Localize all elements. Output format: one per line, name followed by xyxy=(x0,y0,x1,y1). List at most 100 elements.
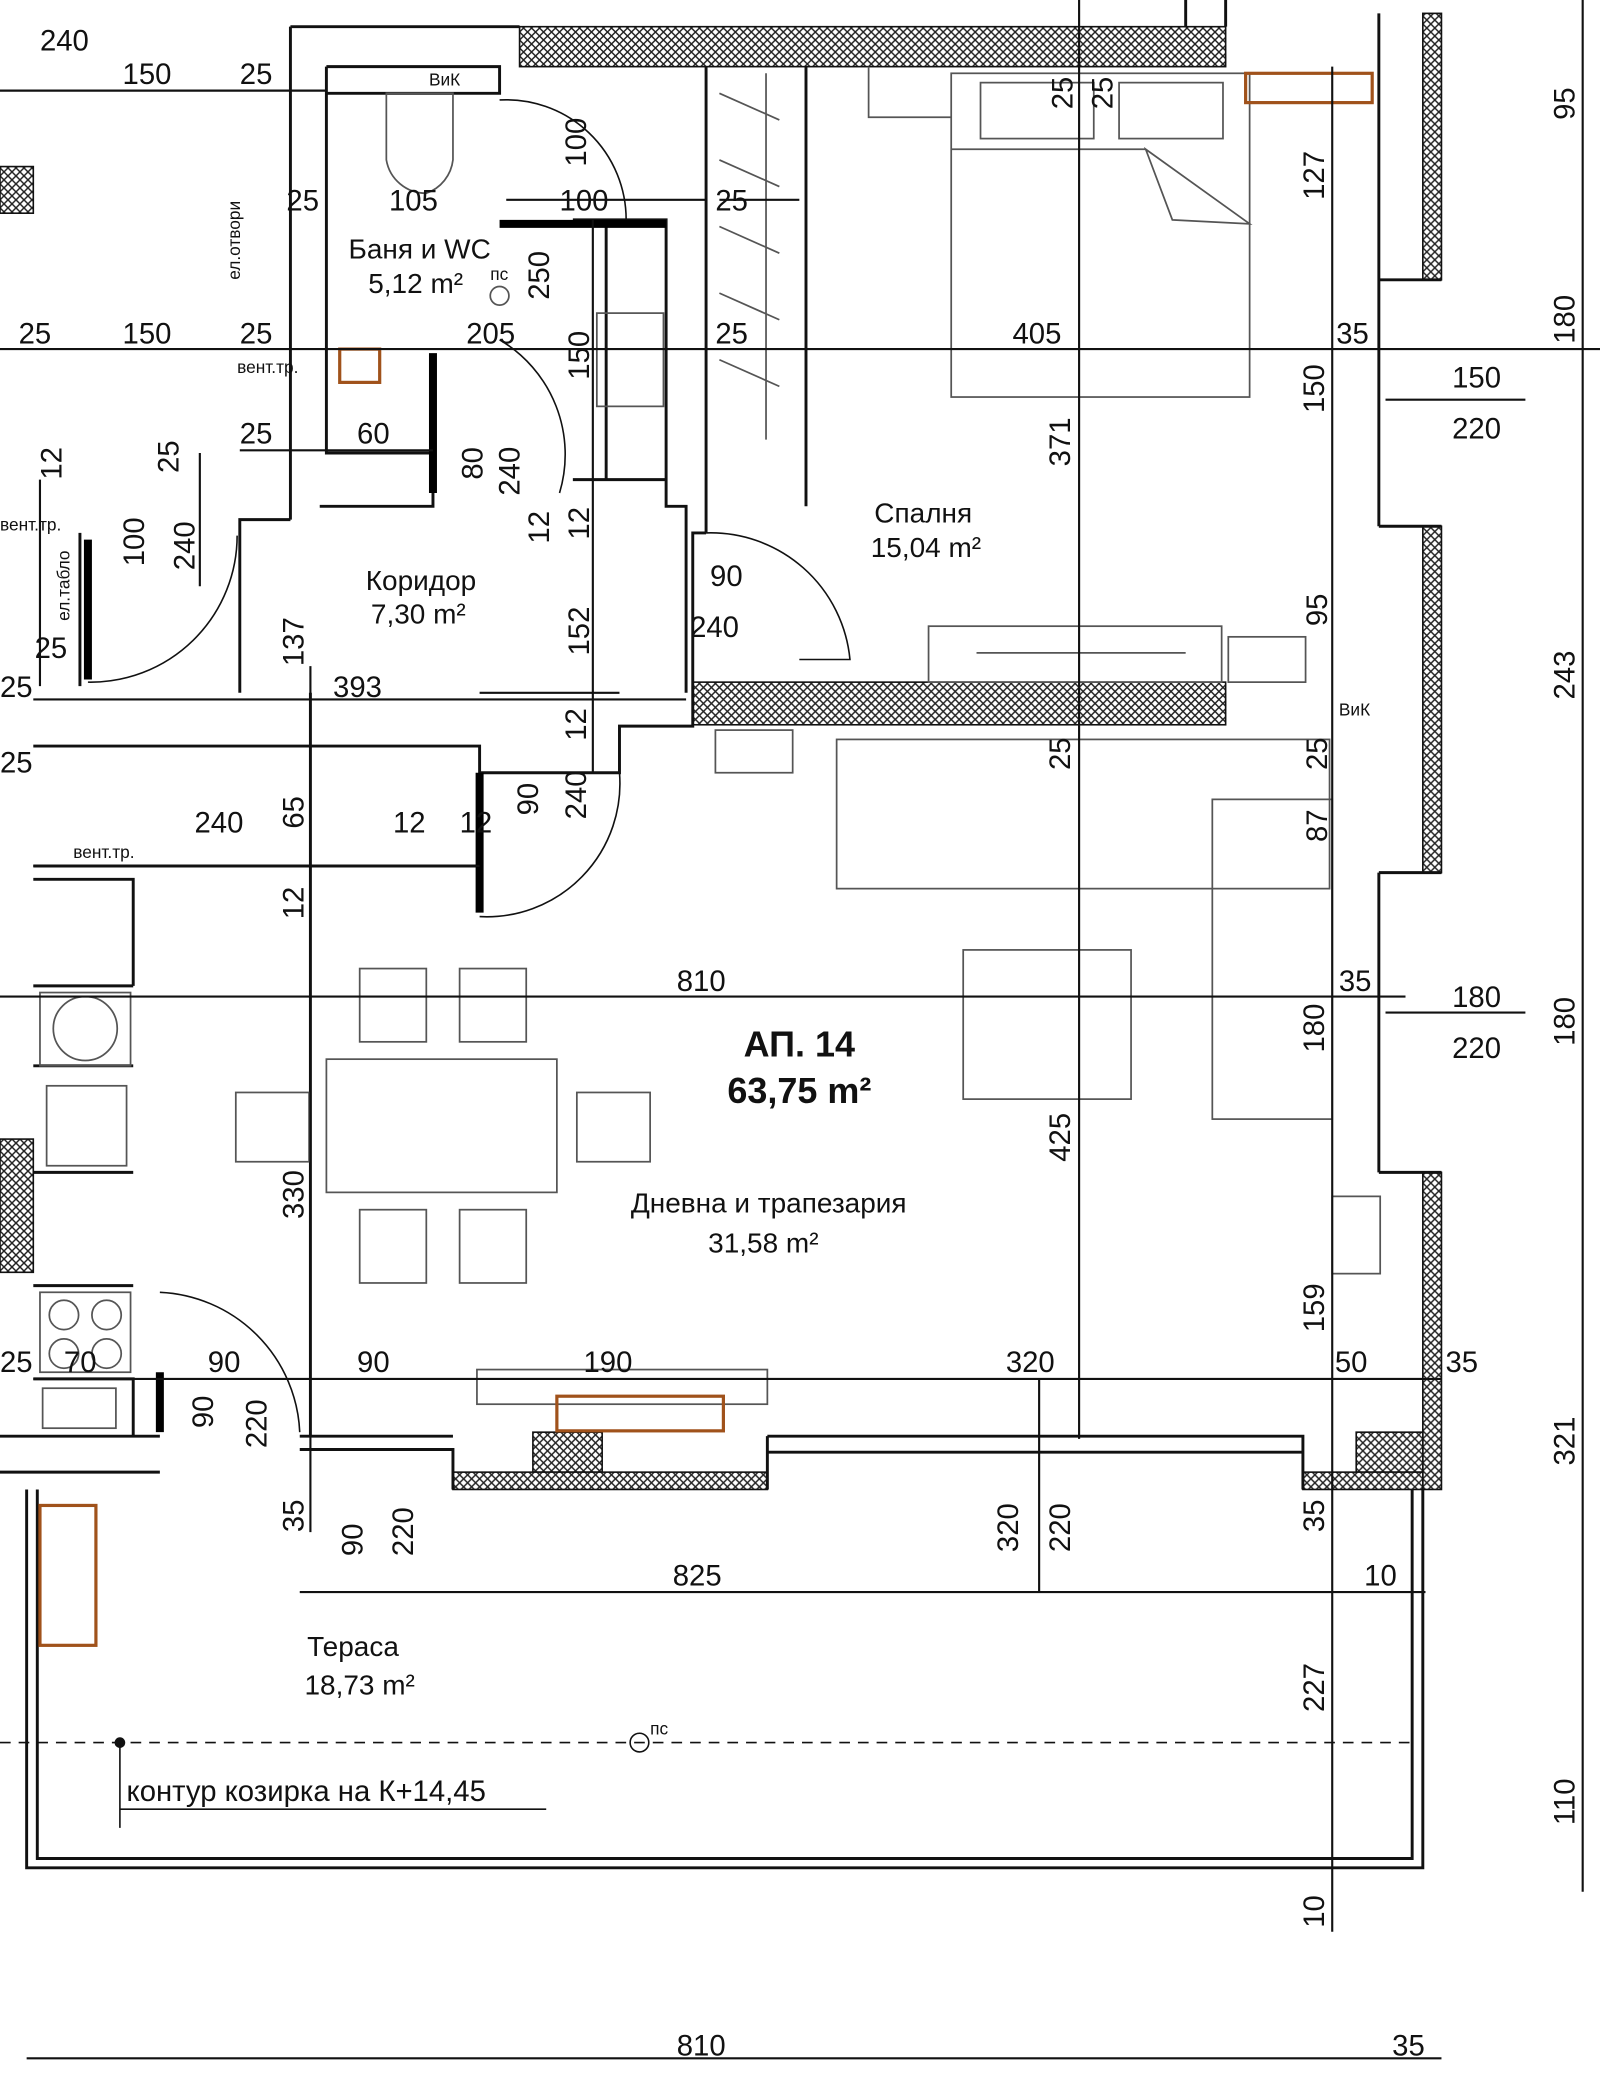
dimension-h-label: 240 xyxy=(195,807,244,840)
dimension-v-label: 90 xyxy=(187,1396,220,1429)
dimension-v-label: 330 xyxy=(278,1170,311,1219)
apartment-name: АП. 14 xyxy=(744,1023,855,1064)
dimension-h-label: 35 xyxy=(1339,965,1372,998)
dimension-v-label: 159 xyxy=(1298,1283,1331,1332)
dimension-v-label: 25 xyxy=(153,440,186,473)
dimension-v-label: 12 xyxy=(563,507,596,540)
annotations: ВиК ел.отвори вент.тр. вент.тр. ел.табло… xyxy=(0,69,1370,1808)
label-ps-2: пс xyxy=(650,1719,668,1739)
dimension-h-label: 190 xyxy=(584,1346,633,1379)
dimension-h-label: 25 xyxy=(19,318,52,351)
dimension-v-label: 321 xyxy=(1549,1417,1582,1466)
room-bath-area: 5,12 m² xyxy=(368,268,463,299)
dimension-h-label: 150 xyxy=(123,318,172,351)
terrace-outline xyxy=(0,1489,1425,1870)
label-vent-tr-3: вент.тр. xyxy=(73,842,134,862)
dimension-v-label: 240 xyxy=(494,447,527,496)
dimension-v-label: 100 xyxy=(118,517,151,566)
label-vik: ВиК xyxy=(429,69,460,89)
dimension-h-label: 35 xyxy=(1445,1346,1478,1379)
dimension-v-label: 152 xyxy=(563,607,596,656)
dimension-h-label: 25 xyxy=(0,671,33,704)
room-living-name: Дневна и трапезария xyxy=(631,1187,907,1218)
dimension-v-label: 10 xyxy=(1298,1895,1331,1928)
dimension-h-label: 105 xyxy=(389,185,438,218)
room-labels: АП. 14 63,75 m² Баня и WC 5,12 m² Коридо… xyxy=(305,233,982,1700)
dimension-h-label: 810 xyxy=(677,2030,726,2063)
room-corridor-area: 7,30 m² xyxy=(371,599,466,630)
dimension-h-label: 220 xyxy=(1452,1032,1501,1065)
dimension-h-label: 90 xyxy=(710,560,743,593)
dimension-v-label: 320 xyxy=(992,1503,1025,1552)
dimension-v-label: 100 xyxy=(560,118,593,167)
dimension-h-label: 35 xyxy=(1392,2030,1425,2063)
dimension-v-label: 227 xyxy=(1298,1663,1331,1712)
dimension-h-label: 25 xyxy=(240,58,273,91)
dimension-v-label: 12 xyxy=(560,708,593,741)
dimension-h-label: 25 xyxy=(0,747,33,780)
dimension-v-label: 220 xyxy=(1044,1503,1077,1552)
dimension-v-label: 240 xyxy=(169,521,202,570)
dimension-v-label: 95 xyxy=(1301,594,1334,627)
dimension-v-label: 87 xyxy=(1301,809,1334,842)
dimension-h-label: 150 xyxy=(123,58,172,91)
dimension-h-label: 35 xyxy=(1336,318,1369,351)
dimension-h-label: 320 xyxy=(1006,1346,1055,1379)
label-vent-tr-2: вент.тр. xyxy=(0,514,61,534)
dimension-v-label: 25 xyxy=(1044,737,1077,770)
dimension-v-label: 65 xyxy=(278,796,311,829)
room-terrace-name: Тераса xyxy=(307,1631,399,1662)
dimension-h-label: 180 xyxy=(1452,981,1501,1014)
dimension-h-label: 150 xyxy=(1452,362,1501,395)
dimension-v-label: 110 xyxy=(1549,1778,1582,1825)
hatched-walls xyxy=(0,12,1443,1491)
dimension-h-label: 90 xyxy=(357,1346,390,1379)
dimension-v-label: 250 xyxy=(523,251,556,300)
dimension-v-label: 95 xyxy=(1549,87,1582,120)
dimension-v-label: 137 xyxy=(278,617,311,666)
dimension-h-label: 25 xyxy=(240,418,273,451)
dimension-v-label: 12 xyxy=(278,887,311,920)
room-terrace-area: 18,73 m² xyxy=(305,1670,415,1701)
label-ps-1: пс xyxy=(490,264,508,284)
dimension-h-label: 100 xyxy=(560,185,609,218)
dimension-v-label: 80 xyxy=(456,447,489,480)
dimension-v-label: 180 xyxy=(1549,295,1582,344)
label-vent-tr-1: вент.тр. xyxy=(237,357,298,377)
apartment-area: 63,75 m² xyxy=(727,1070,871,1111)
dimension-v-label: 220 xyxy=(240,1399,273,1448)
room-bath-name: Баня и WC xyxy=(349,233,491,264)
dimension-v-label: 25 xyxy=(1301,737,1334,770)
room-living-area: 31,58 m² xyxy=(708,1227,818,1258)
door-swings xyxy=(87,98,851,1433)
dimension-h-label: 810 xyxy=(677,965,726,998)
dimension-v-label: 35 xyxy=(1298,1499,1331,1532)
dimension-h-label: 825 xyxy=(673,1559,722,1592)
dimension-h-label: 25 xyxy=(0,1346,33,1379)
dimension-v-label: 150 xyxy=(563,331,596,380)
dimension-h-label: 405 xyxy=(1012,318,1061,351)
dimension-h-label: 240 xyxy=(690,611,739,644)
dimension-h-label: 205 xyxy=(466,318,515,351)
dimension-h-label: 25 xyxy=(35,632,68,665)
dimension-v-label: 371 xyxy=(1044,417,1077,466)
dimension-v-label: 127 xyxy=(1298,151,1331,200)
dimension-v-label: 425 xyxy=(1044,1113,1077,1162)
dimension-h-label: 393 xyxy=(333,671,382,704)
dimension-v-label: 180 xyxy=(1298,1004,1331,1053)
dimension-v-label: 25 xyxy=(1046,77,1079,110)
dimension-v-label: 90 xyxy=(512,783,545,816)
dimension-v-label: 243 xyxy=(1549,651,1582,700)
label-el-tablo: ел.табло xyxy=(53,551,73,621)
dimension-h-label: 25 xyxy=(715,318,748,351)
dimension-v-label: 220 xyxy=(387,1507,420,1556)
dimension-v-label: 12 xyxy=(35,447,68,480)
dimension-h-label: 10 xyxy=(1364,1559,1397,1592)
dimension-v-label: 150 xyxy=(1298,364,1331,413)
furniture xyxy=(38,66,1382,1647)
dimension-h-label: 70 xyxy=(64,1346,97,1379)
